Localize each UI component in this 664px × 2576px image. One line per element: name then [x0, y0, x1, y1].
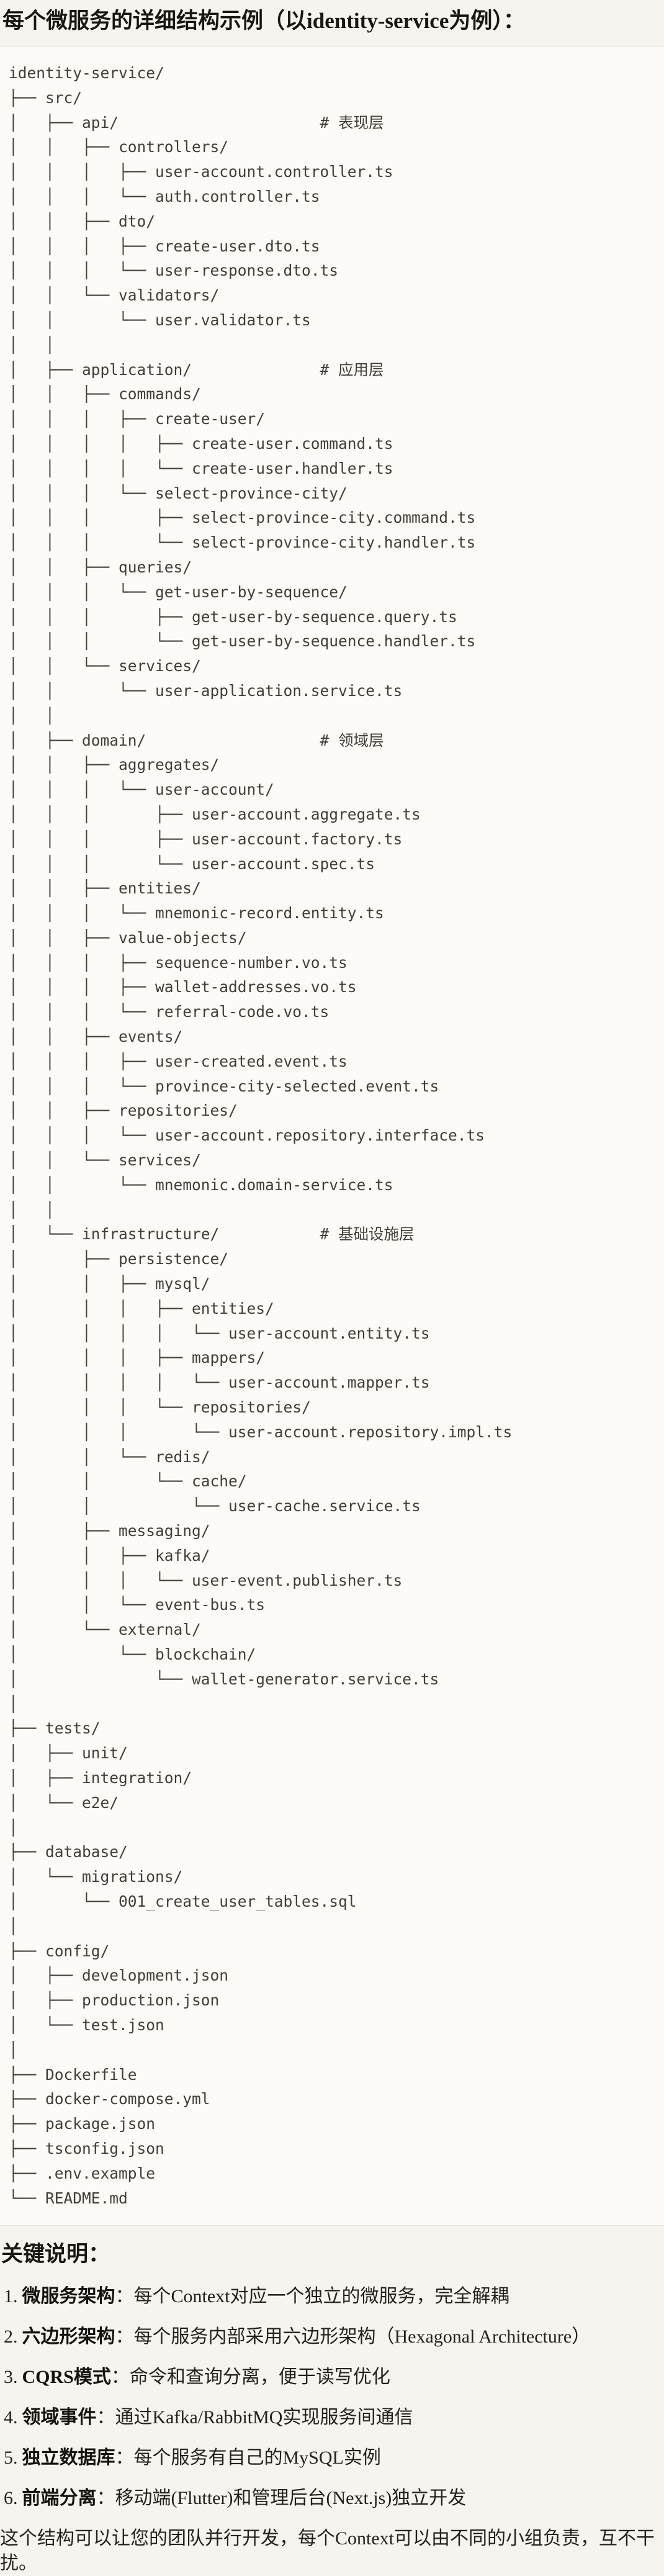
note-item: 6.前端分离：移动端(Flutter)和管理后台(Next.js)独立开发	[4, 2486, 664, 2511]
list-number: 2.	[4, 2326, 18, 2348]
note-item: 2.六边形架构：每个服务内部采用六边形架构（Hexagonal Architec…	[4, 2325, 664, 2349]
note-text: ：每个服务有自己的MySQL实例	[115, 2447, 381, 2469]
note-text: ：移动端(Flutter)和管理后台(Next.js)独立开发	[96, 2488, 467, 2509]
note-item: 4.领域事件：通过Kafka/RabbitMQ实现服务间通信	[4, 2405, 664, 2430]
note-label: 微服务架构	[22, 2286, 115, 2307]
list-number: 5.	[4, 2447, 18, 2469]
directory-tree: identity-service/ ├── src/ │ ├── api/ # …	[9, 64, 513, 2207]
notes-heading: 关键说明：	[1, 2242, 110, 2267]
notes-list: 1.微服务架构：每个Context对应一个独立的微服务，完全解耦 2.六边形架构…	[0, 2284, 664, 2511]
note-item: 1.微服务架构：每个Context对应一个独立的微服务，完全解耦	[4, 2284, 664, 2309]
note-label: 领域事件	[22, 2407, 97, 2428]
note-text: ：通过Kafka/RabbitMQ实现服务间通信	[96, 2407, 413, 2428]
list-number: 3.	[4, 2367, 18, 2388]
note-label: CQRS模式	[22, 2367, 111, 2388]
note-label: 前端分离	[22, 2488, 97, 2509]
list-number: 1.	[4, 2286, 18, 2307]
note-text: ：每个Context对应一个独立的微服务，完全解耦	[115, 2286, 509, 2307]
note-label: 独立数据库	[22, 2447, 115, 2469]
list-number: 6.	[4, 2488, 18, 2509]
list-number: 4.	[4, 2407, 18, 2428]
note-text: ：命令和查询分离，便于读写优化	[110, 2367, 390, 2388]
closing-paragraph: 这个结构可以让您的团队并行开发，每个Context可以由不同的小组负责，互不干扰…	[0, 2528, 655, 2574]
note-label: 六边形架构	[22, 2326, 115, 2348]
note-item: 5.独立数据库：每个服务有自己的MySQL实例	[4, 2446, 664, 2470]
page-title: 每个微服务的详细结构示例（以identity-service为例）：	[2, 9, 525, 33]
note-text: ：每个服务内部采用六边形架构（Hexagonal Architecture）	[115, 2326, 591, 2348]
code-block: identity-service/ ├── src/ │ ├── api/ # …	[0, 47, 664, 2226]
note-item: 3.CQRS模式：命令和查询分离，便于读写优化	[4, 2365, 664, 2390]
